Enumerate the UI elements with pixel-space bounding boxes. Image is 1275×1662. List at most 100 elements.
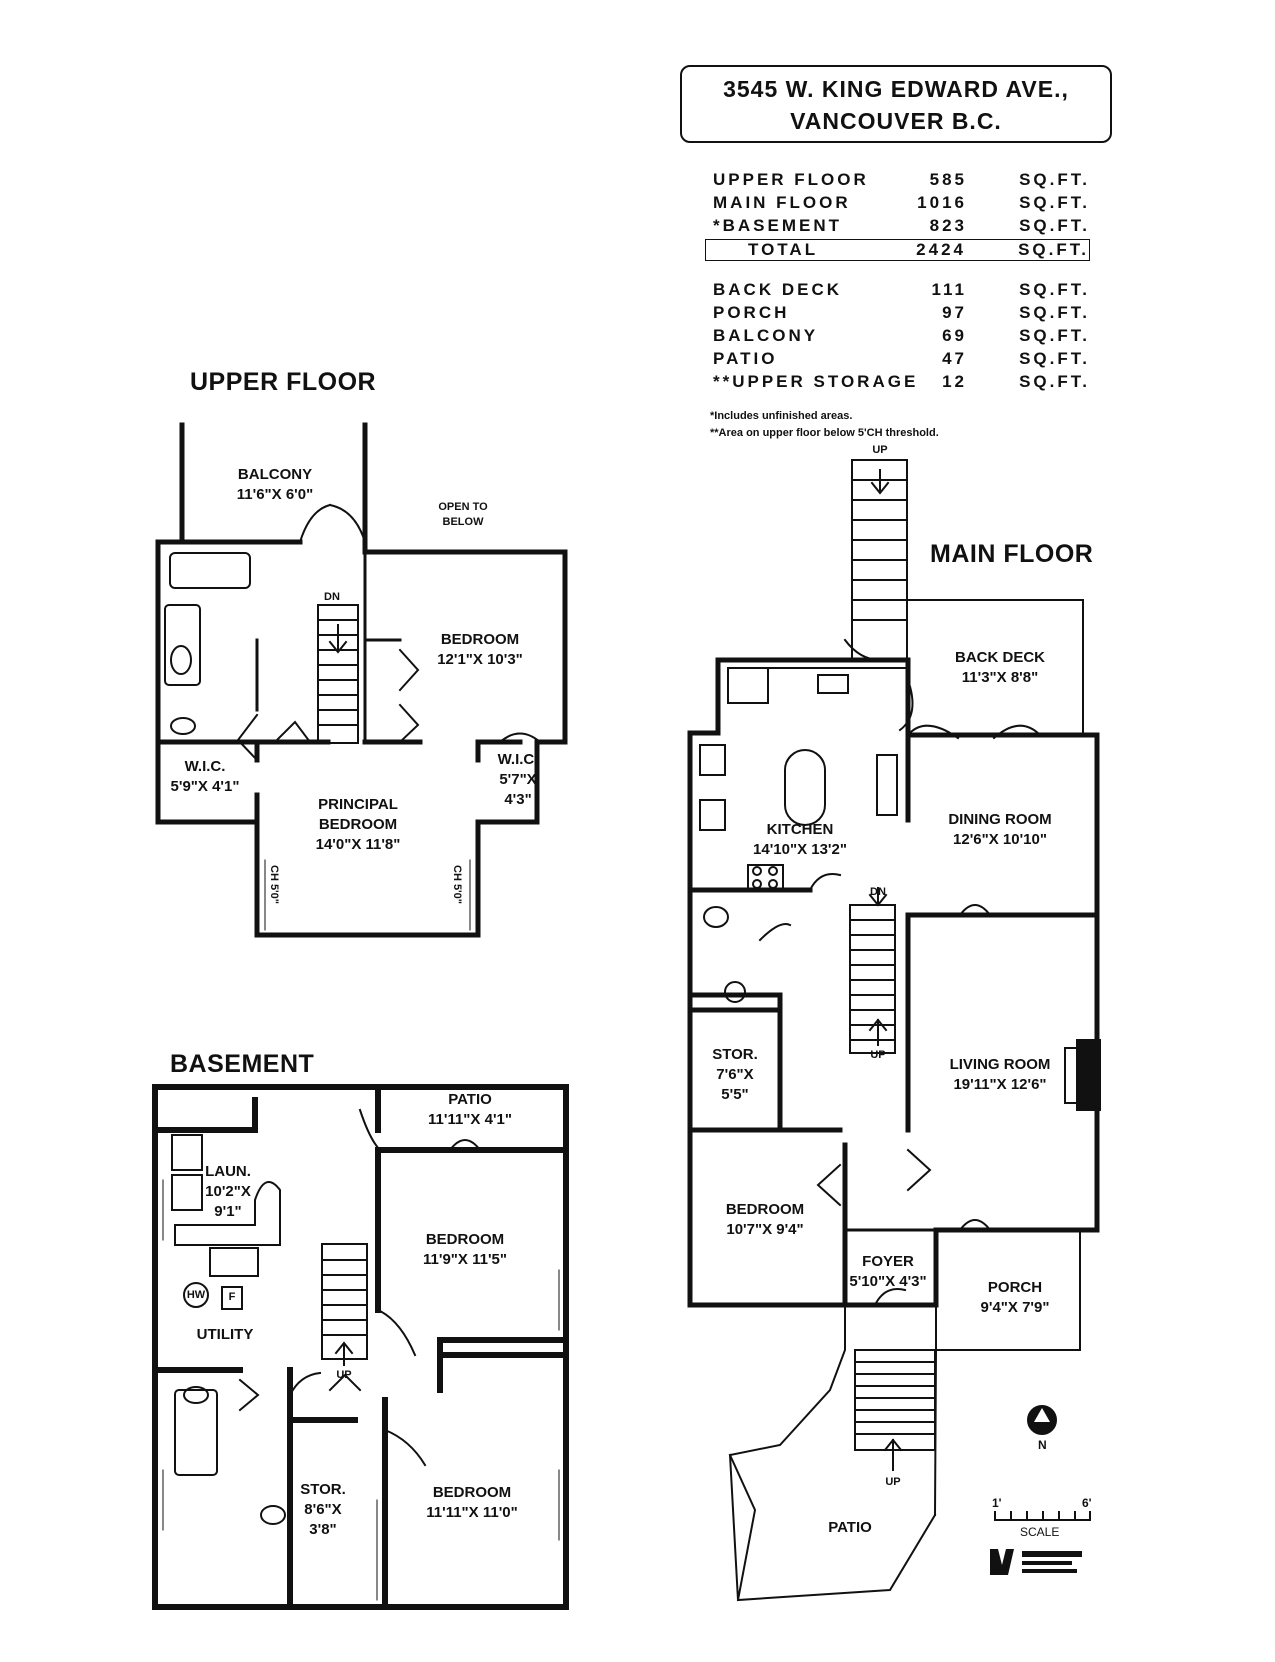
- room-dims: 7'6"X: [716, 1066, 754, 1083]
- upper-floor-title: UPPER FLOOR: [190, 368, 377, 396]
- room-dims: 5'5": [721, 1086, 749, 1103]
- area-label: MAIN FLOOR: [713, 193, 851, 212]
- basement-storage-label: STOR. 8'6"X 3'8": [300, 1480, 346, 1540]
- room-dims: 4'3": [504, 791, 532, 808]
- total-unit: SQ.FT.: [1018, 240, 1089, 259]
- basement-walls: [152, 1084, 569, 1610]
- living-room-label: LIVING ROOM 19'11"X 12'6": [950, 1055, 1051, 1095]
- room-dims: 12'6"X 10'10": [953, 831, 1047, 848]
- room-name: W.I.C.: [184, 758, 226, 775]
- dining-room-label: DINING ROOM 12'6"X 10'10": [948, 810, 1051, 850]
- total-label: TOTAL: [748, 240, 819, 259]
- main-floor-walls: [687, 657, 1100, 1308]
- area-value: 823: [929, 216, 967, 235]
- room-dims: 3'8": [309, 1521, 337, 1538]
- room-dims: 12'1"X 10'3": [437, 651, 523, 668]
- room-name: STOR.: [712, 1046, 758, 1063]
- scale-bar: [994, 1511, 1091, 1521]
- area-value: 585: [929, 170, 967, 189]
- main-stair-dn-label: DN: [870, 886, 886, 898]
- room-dims: 8'6"X: [304, 1501, 342, 1518]
- room-name: FOYER: [862, 1253, 914, 1270]
- area-unit: SQ.FT.: [1019, 280, 1090, 299]
- room-dims: 11'6"X 6'0": [236, 486, 314, 503]
- main-patio-label: PATIO: [828, 1519, 872, 1536]
- basement-bedroom-1-label: BEDROOM 11'9"X 11'5": [423, 1230, 507, 1270]
- room-name: LAUN.: [205, 1163, 251, 1180]
- area-label: PATIO: [713, 349, 778, 368]
- area-value: 12: [942, 372, 967, 391]
- room-dims: 11'3"X 8'8": [961, 669, 1039, 686]
- area-unit: SQ.FT.: [1019, 170, 1090, 189]
- area-unit: SQ.FT.: [1019, 372, 1090, 391]
- main-floor-details: [699, 459, 1101, 1602]
- note-upper-storage: **Area on upper floor below 5'CH thresho…: [710, 427, 939, 439]
- basement-stair-up-label: UP: [336, 1369, 352, 1381]
- room-dims: 11'11"X 4'1": [428, 1111, 512, 1128]
- room-name: BEDROOM: [432, 1484, 512, 1501]
- total-value: 2424: [916, 240, 966, 259]
- area-unit: SQ.FT.: [1019, 193, 1090, 212]
- area-value: 1016: [917, 193, 967, 212]
- furnace-label: F: [228, 1291, 236, 1303]
- area-value: 47: [942, 349, 967, 368]
- room-name: STOR.: [300, 1481, 346, 1498]
- basement-bedroom-2-label: BEDROOM 11'11"X 11'0": [426, 1483, 517, 1523]
- room-name: KITCHEN: [766, 821, 834, 838]
- room-name: BEDROOM: [318, 816, 398, 833]
- north-label: N: [1038, 1438, 1047, 1452]
- room-name: DINING ROOM: [948, 811, 1052, 828]
- kitchen-label: KITCHEN 14'10"X 13'2": [753, 820, 847, 860]
- room-name: BEDROOM: [425, 1231, 505, 1248]
- area-label: **UPPER STORAGE: [713, 372, 919, 391]
- upper-stair-dn-label: DN: [324, 591, 340, 603]
- upper-balcony-label: BALCONY 11'6"X 6'0": [237, 465, 313, 505]
- scale-end-label: 6': [1082, 1496, 1092, 1510]
- north-arrow: [1027, 1405, 1057, 1435]
- main-storage-label: STOR. 7'6"X 5'5": [712, 1045, 758, 1105]
- room-dims: 11'9"X 11'5": [423, 1251, 507, 1268]
- area-row: **UPPER STORAGE 12 SQ.FT.: [705, 370, 1090, 393]
- room-name: LIVING ROOM: [949, 1056, 1051, 1073]
- room-name: PRINCIPAL: [318, 796, 398, 813]
- note-unfinished: *Includes unfinished areas.: [710, 410, 853, 422]
- upper-floor-details: [164, 503, 568, 936]
- address-line-2: VANCOUVER B.C.: [790, 108, 1002, 134]
- room-dims: 14'10"X 13'2": [753, 841, 847, 858]
- ceiling-height-note-left: CH 5'0": [268, 865, 280, 905]
- room-dims: 14'0"X 11'8": [315, 836, 401, 853]
- room-name: PORCH: [987, 1279, 1043, 1296]
- principal-bedroom-label: PRINCIPAL BEDROOM 14'0"X 11'8": [316, 795, 401, 855]
- room-dims: 10'7"X 9'4": [726, 1221, 804, 1238]
- area-label: BALCONY: [713, 326, 819, 345]
- draftsman-logo: [990, 1549, 1082, 1575]
- room-dims: 5'10"X 4'3": [849, 1273, 927, 1290]
- area-label: *BASEMENT: [713, 216, 843, 235]
- scale-label: SCALE: [1020, 1525, 1060, 1539]
- room-dims: 9'1": [214, 1203, 242, 1220]
- area-unit: SQ.FT.: [1019, 216, 1090, 235]
- room-dims: 11'11"X 11'0": [426, 1504, 518, 1521]
- area-unit: SQ.FT.: [1019, 326, 1090, 345]
- room-name: BALCONY: [237, 466, 313, 483]
- basement-title: BASEMENT: [170, 1050, 315, 1078]
- front-stair-up-label: UP: [885, 1476, 901, 1488]
- address-title-box: 3545 W. KING EDWARD AVE., VANCOUVER B.C.: [680, 65, 1112, 143]
- area-value: 111: [931, 280, 967, 299]
- room-dims: 19'11"X 12'6": [953, 1076, 1047, 1093]
- note-line: OPEN TO: [438, 501, 488, 513]
- room-dims: 10'2"X: [205, 1183, 251, 1200]
- address-line-1: 3545 W. KING EDWARD AVE.,: [723, 76, 1069, 102]
